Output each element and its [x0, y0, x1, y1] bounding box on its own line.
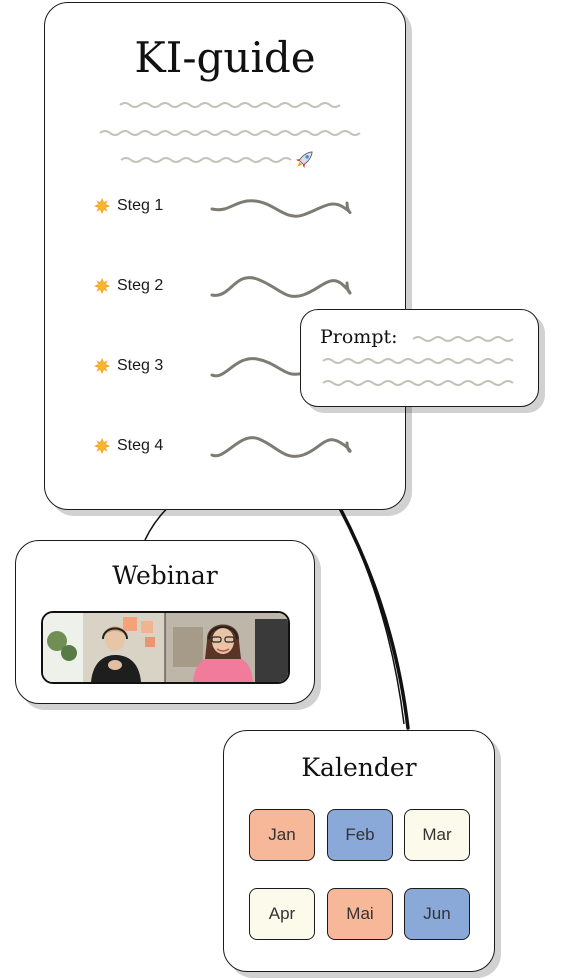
webinar-card: Webinar: [15, 540, 315, 704]
month-feb[interactable]: Feb: [327, 809, 393, 861]
step-label: Steg 4: [117, 437, 164, 454]
step-label: Steg 2: [117, 277, 164, 294]
step-squiggle: [210, 276, 352, 298]
prompt-card: Prompt:: [300, 309, 539, 407]
kalender-title: Kalender: [301, 753, 417, 782]
step-label: Steg 1: [117, 197, 164, 214]
sun-icon: [93, 277, 111, 295]
text-placeholder-squiggle: [322, 380, 514, 386]
step-squiggle: [210, 436, 352, 458]
prompt-squiggles: [322, 336, 514, 386]
step-squiggle: [210, 357, 305, 378]
participant-avatar: [91, 626, 141, 682]
webinar-title: Webinar: [112, 561, 218, 590]
guide-squiggles: [99, 102, 361, 458]
sun-icon: [93, 357, 111, 375]
step-item: Steg 3: [93, 357, 163, 375]
month-jan[interactable]: Jan: [249, 809, 315, 861]
prompt-label: Prompt:: [320, 326, 398, 348]
month-apr[interactable]: Apr: [249, 888, 315, 940]
step-item: Steg 4: [93, 437, 163, 455]
month-jun[interactable]: Jun: [404, 888, 470, 940]
text-placeholder-squiggle: [412, 336, 514, 342]
text-placeholder-squiggle: [119, 102, 341, 108]
rocket-icon: [295, 151, 313, 169]
month-mai[interactable]: Mai: [327, 888, 393, 940]
text-placeholder-squiggle: [99, 130, 361, 136]
participant-avatar: [193, 624, 253, 682]
step-label: Steg 3: [117, 357, 164, 374]
video-participants: [43, 613, 288, 682]
kalender-card: Kalender Jan Feb Mar Apr Mai Jun: [223, 730, 495, 972]
sun-icon: [93, 197, 111, 215]
month-mar[interactable]: Mar: [404, 809, 470, 861]
step-item: Steg 1: [93, 197, 163, 215]
guide-title: KI-guide: [134, 33, 316, 82]
step-item: Steg 2: [93, 277, 163, 295]
video-thumbnail[interactable]: [41, 611, 290, 684]
ki-guide-card: KI-guide Steg 1 Steg 2 Steg 3 Steg 4: [44, 2, 406, 510]
step-squiggle: [210, 199, 352, 218]
sun-icon: [93, 437, 111, 455]
text-placeholder-squiggle: [120, 157, 292, 163]
text-placeholder-squiggle: [322, 358, 514, 364]
